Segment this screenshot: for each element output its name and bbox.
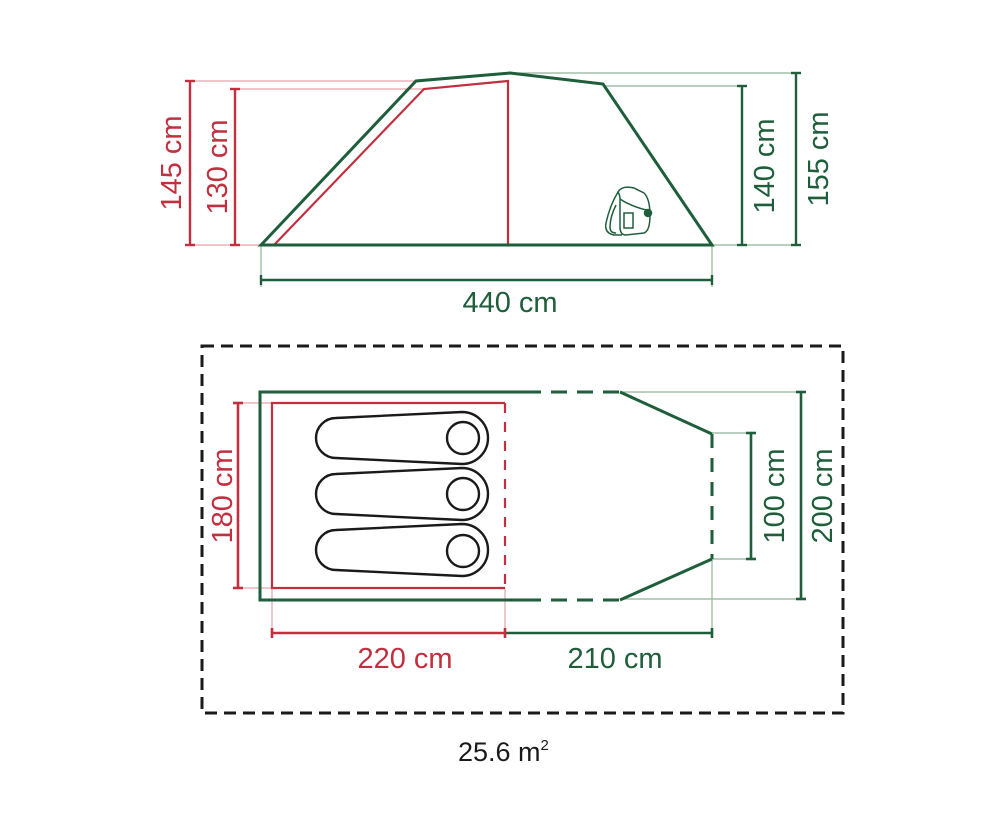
total-area-value: 25.6 m (458, 737, 541, 767)
outer-tent-plan (258, 390, 714, 602)
total-area-label: 25.6 m2 (458, 737, 549, 767)
backpack-icon (604, 186, 653, 236)
total-area-unit-superscript: 2 (541, 737, 549, 754)
length-label-220: 220 cm (357, 643, 452, 675)
side-extension-lines (186, 72, 800, 287)
sleeping-bags (314, 410, 490, 578)
footprint-border (200, 344, 845, 715)
width-label-180: 180 cm (207, 448, 239, 543)
floor-plan: 180 cm 100 cm 200 cm 220 cm 210 cm 25.6 … (200, 344, 845, 767)
sleeping-bag (314, 522, 490, 578)
width-label-200: 200 cm (807, 448, 839, 543)
height-label-140: 140 cm (749, 118, 781, 213)
plan-dimension-bars (233, 390, 806, 638)
height-label-145: 145 cm (156, 115, 188, 210)
outer-tent-profile (257, 71, 715, 247)
inner-tent-profile (273, 79, 510, 246)
sleeping-bag (314, 466, 490, 522)
height-label-155: 155 cm (803, 111, 835, 206)
inner-tent-plan (270, 401, 507, 590)
length-label-210: 210 cm (567, 643, 662, 675)
side-dimension-bars (185, 71, 801, 285)
height-label-130: 130 cm (202, 119, 234, 214)
length-label-440: 440 cm (462, 287, 557, 319)
side-view: 145 cm 130 cm 140 cm 155 cm 440 cm (156, 71, 835, 319)
sleeping-bag (314, 410, 490, 466)
width-label-100: 100 cm (759, 448, 791, 543)
plan-extension-lines (235, 391, 802, 637)
